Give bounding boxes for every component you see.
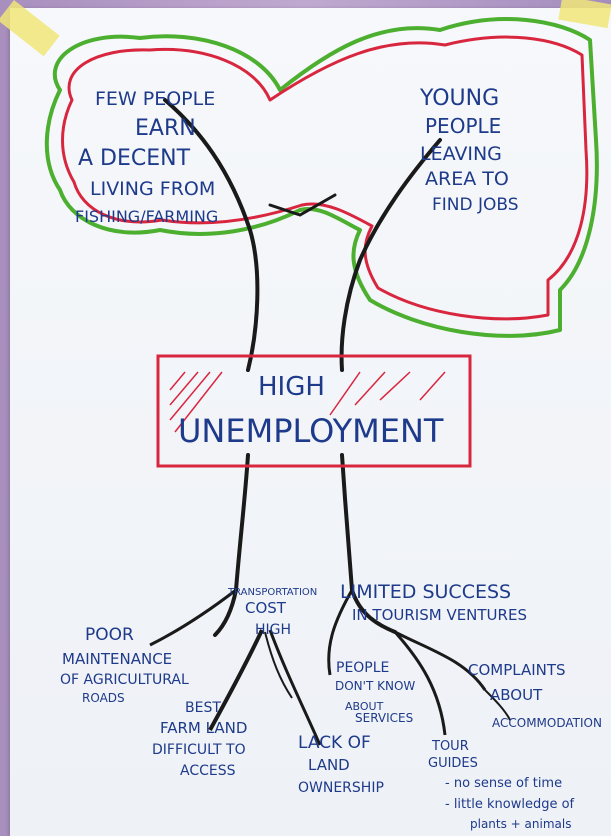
farmland-line-1: BEST [185,700,221,716]
root-tourism-text: LIMITED SUCCESS IN TOURISM VENTURES [340,581,527,624]
transport-line-2: COST [245,599,287,617]
box-hatching [169,371,446,433]
root-transport-text: TRANSPORTATION COST HIGH [227,587,317,638]
tour-line-3: - no sense of time [445,776,562,791]
transport-line-1: TRANSPORTATION [227,587,317,598]
root-complaints [394,630,487,691]
root-farmland [208,629,264,731]
root-accommodation [484,689,511,721]
root-maintenance [149,588,237,647]
farmland-line-2: FARM LAND [160,719,247,737]
people-line-4: SERVICES [355,711,413,725]
complaints-line-1: COMPLAINTS [468,661,566,679]
tour-line-1: TOUR [431,739,469,754]
tour-line-4: - little knowledge of [445,797,575,812]
canopy-left-text: FEW PEOPLE EARN A DECENT LIVING FROM FIS… [75,88,218,226]
root-maintenance-text: POOR MAINTENANCE OF AGRICULTURAL ROADS [60,625,189,705]
canopy-right-line-4: AREA TO [425,168,509,190]
root-tour-guides [393,631,447,736]
maintenance-line-4: ROADS [82,691,125,705]
root-complaints-text: COMPLAINTS ABOUT ACCOMMODATION [468,661,602,730]
farmland-line-4: ACCESS [180,763,236,779]
canopy-left-line-4: LIVING FROM [90,178,215,200]
complaints-line-2: ABOUT [490,686,543,704]
core-problem-line-2: UNEMPLOYMENT [178,412,444,450]
land-line-1: LACK OF [298,733,371,753]
complaints-line-3: ACCOMMODATION [492,716,602,730]
maintenance-line-2: MAINTENANCE [62,650,172,668]
canopy-left-line-2: EARN [135,116,196,141]
trunk-right-edge [340,453,397,634]
land-line-2: LAND [308,756,350,774]
canopy-right-line-1: YOUNG [419,86,499,111]
canopy-left-line-5: FISHING/FARMING [75,207,218,226]
core-problem-box [156,354,472,468]
maintenance-line-3: OF AGRICULTURAL [60,672,189,688]
transport-line-3: HIGH [255,622,291,638]
land-line-3: OWNERSHIP [298,780,384,796]
people-line-2: DON'T KNOW [335,679,415,693]
tourism-line-2: IN TOURISM VENTURES [352,606,527,624]
tree-left-branch [163,98,260,372]
root-farmland-text: BEST FARM LAND DIFFICULT TO ACCESS [152,700,247,779]
core-problem-line-1: HIGH [258,372,325,402]
root-people-services-text: PEOPLE DON'T KNOW ABOUT SERVICES [335,660,415,725]
tree-crotch [268,193,337,217]
tree-right-branch [339,138,442,372]
tourism-line-1: LIMITED SUCCESS [340,581,511,603]
flipchart-paper [10,8,611,836]
people-line-3: ABOUT [345,700,384,713]
canopy-right-line-5: FIND JOBS [432,195,519,215]
farmland-line-3: DIFFICULT TO [152,742,246,758]
root-transport-short [264,631,293,699]
root-tour-guides-text: TOUR GUIDES - no sense of time - little … [428,739,575,831]
canopy-red-outline [61,35,589,321]
root-land-ownership [268,629,322,746]
canopy-green-outline [44,17,599,338]
canopy-left-line-3: A DECENT [78,146,191,171]
tour-line-5: plants + animals [470,817,571,831]
tour-line-2: GUIDES [428,756,478,771]
canopy-right-line-3: LEAVING [420,143,502,165]
root-land-ownership-text: LACK OF LAND OWNERSHIP [298,733,384,796]
maintenance-line-1: POOR [85,625,134,645]
trunk-left-edge [213,453,250,637]
canopy-left-line-1: FEW PEOPLE [95,88,215,110]
people-line-1: PEOPLE [336,660,389,676]
root-people-services [327,589,354,676]
canopy-right-line-2: PEOPLE [425,114,501,138]
canopy-right-text: YOUNG PEOPLE LEAVING AREA TO FIND JOBS [419,86,519,215]
